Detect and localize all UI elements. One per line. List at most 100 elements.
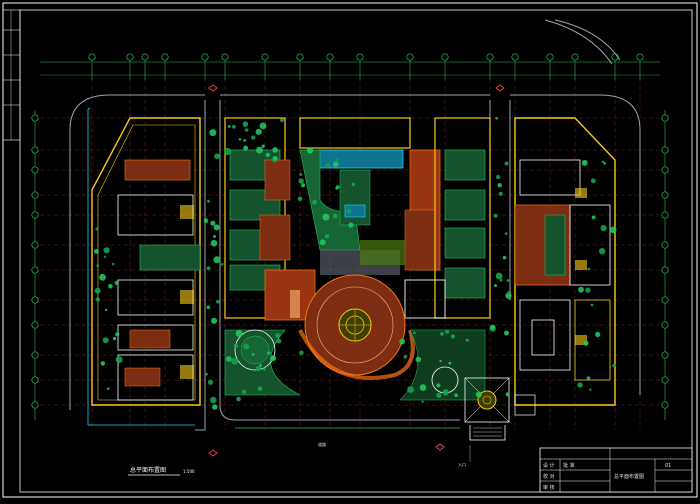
tree-icon — [95, 227, 99, 231]
compass-icon — [464, 377, 510, 423]
central-garden — [224, 149, 486, 401]
drawing-title: 总平面布置图 — [130, 466, 166, 474]
tree-icon — [499, 278, 503, 282]
tree-icon — [436, 392, 442, 398]
tree-icon — [251, 135, 256, 140]
axis-bubble — [126, 53, 134, 61]
tree-icon — [603, 161, 607, 165]
tree-icon — [226, 356, 232, 362]
tree-icon — [210, 396, 217, 404]
tree-icon — [265, 152, 270, 157]
tree-icon — [591, 215, 596, 220]
tree-icon — [475, 391, 482, 398]
tree-icon — [440, 332, 444, 336]
tree-icon — [348, 222, 354, 228]
tree-icon — [436, 383, 441, 388]
tree-icon — [399, 338, 405, 345]
tree-icon — [325, 163, 331, 169]
axis-bubble — [661, 266, 669, 274]
tree-icon — [261, 144, 265, 148]
tree-icon — [224, 147, 232, 156]
tree-icon — [403, 354, 408, 359]
tree-icon — [243, 139, 247, 142]
road-label: 道路 — [318, 441, 326, 447]
axis-bubble — [31, 114, 39, 122]
tree-icon — [259, 122, 267, 130]
tree-icon — [407, 386, 414, 393]
tree-icon — [297, 196, 303, 201]
tree-icon — [585, 287, 591, 293]
tree-icon — [213, 235, 216, 238]
tree-icon — [421, 400, 424, 403]
tree-icon — [612, 363, 616, 368]
tree-icon — [319, 239, 326, 246]
tree-icon — [351, 182, 356, 187]
tree-icon — [412, 331, 416, 335]
tree-icon — [505, 392, 510, 397]
axis-bubble — [201, 53, 209, 61]
axis-bubble — [296, 53, 304, 61]
tree-icon — [255, 365, 262, 372]
tree-icon — [243, 343, 250, 350]
tree-icon — [335, 185, 340, 190]
axis-bubble — [661, 191, 669, 199]
tree-icon — [589, 388, 592, 391]
tree-icon — [493, 213, 498, 218]
tb-row-3: 批 准 — [563, 462, 575, 469]
tree-icon — [99, 273, 106, 281]
tree-icon — [242, 121, 249, 127]
tree-icon — [312, 199, 318, 205]
axis-bubble — [661, 351, 669, 359]
tree-icon — [203, 218, 209, 223]
tree-icon — [504, 161, 509, 166]
tree-icon — [301, 183, 306, 188]
axis-bubble — [31, 266, 39, 274]
axis-bubble — [441, 53, 449, 61]
tb-row-1: 校 对 — [543, 473, 555, 480]
tree-icon — [94, 287, 101, 294]
tree-icon — [227, 125, 231, 128]
axis-bubble — [661, 166, 669, 174]
tree-icon — [494, 284, 497, 288]
tree-icon — [212, 404, 218, 410]
axis-bubble — [31, 146, 39, 154]
tree-icon — [578, 286, 584, 293]
axis-bubble — [511, 53, 519, 61]
axis-bubble — [31, 296, 39, 304]
tree-icon — [306, 147, 314, 154]
tree-icon — [276, 338, 282, 344]
tree-icon — [255, 128, 262, 135]
tree-icon — [214, 153, 220, 159]
tree-icon — [115, 332, 120, 337]
tb-sheet: 01 — [665, 463, 671, 469]
axis-bubble — [661, 114, 669, 122]
tree-icon — [96, 264, 100, 267]
tree-icon — [233, 343, 239, 349]
tree-icon — [270, 355, 277, 362]
tree-icon — [275, 333, 280, 338]
tree-icon — [213, 256, 221, 264]
tree-icon — [450, 334, 456, 339]
title-block: 设 计 校 对 审 核 批 准 总平面布置图 01 — [539, 447, 693, 493]
tree-icon — [332, 213, 338, 219]
tree-icon — [251, 353, 255, 356]
tree-icon — [236, 396, 241, 402]
axis-bubble — [31, 166, 39, 174]
tree-icon — [595, 331, 601, 338]
tree-icon — [587, 267, 591, 271]
entrance-gate — [469, 394, 536, 441]
tree-icon — [335, 158, 339, 162]
tree-icon — [206, 305, 211, 310]
tree-icon — [210, 239, 218, 247]
tree-icon — [332, 161, 339, 168]
tree-icon — [298, 178, 304, 184]
tree-icon — [112, 336, 117, 341]
tree-icon — [496, 174, 501, 180]
tree-icon — [502, 255, 507, 260]
axis-bubble — [31, 321, 39, 329]
tree-icon — [94, 117, 617, 410]
axis-bubble — [661, 146, 669, 154]
tree-icon — [498, 191, 503, 196]
central-buildings — [224, 117, 491, 319]
tree-icon — [216, 300, 220, 304]
